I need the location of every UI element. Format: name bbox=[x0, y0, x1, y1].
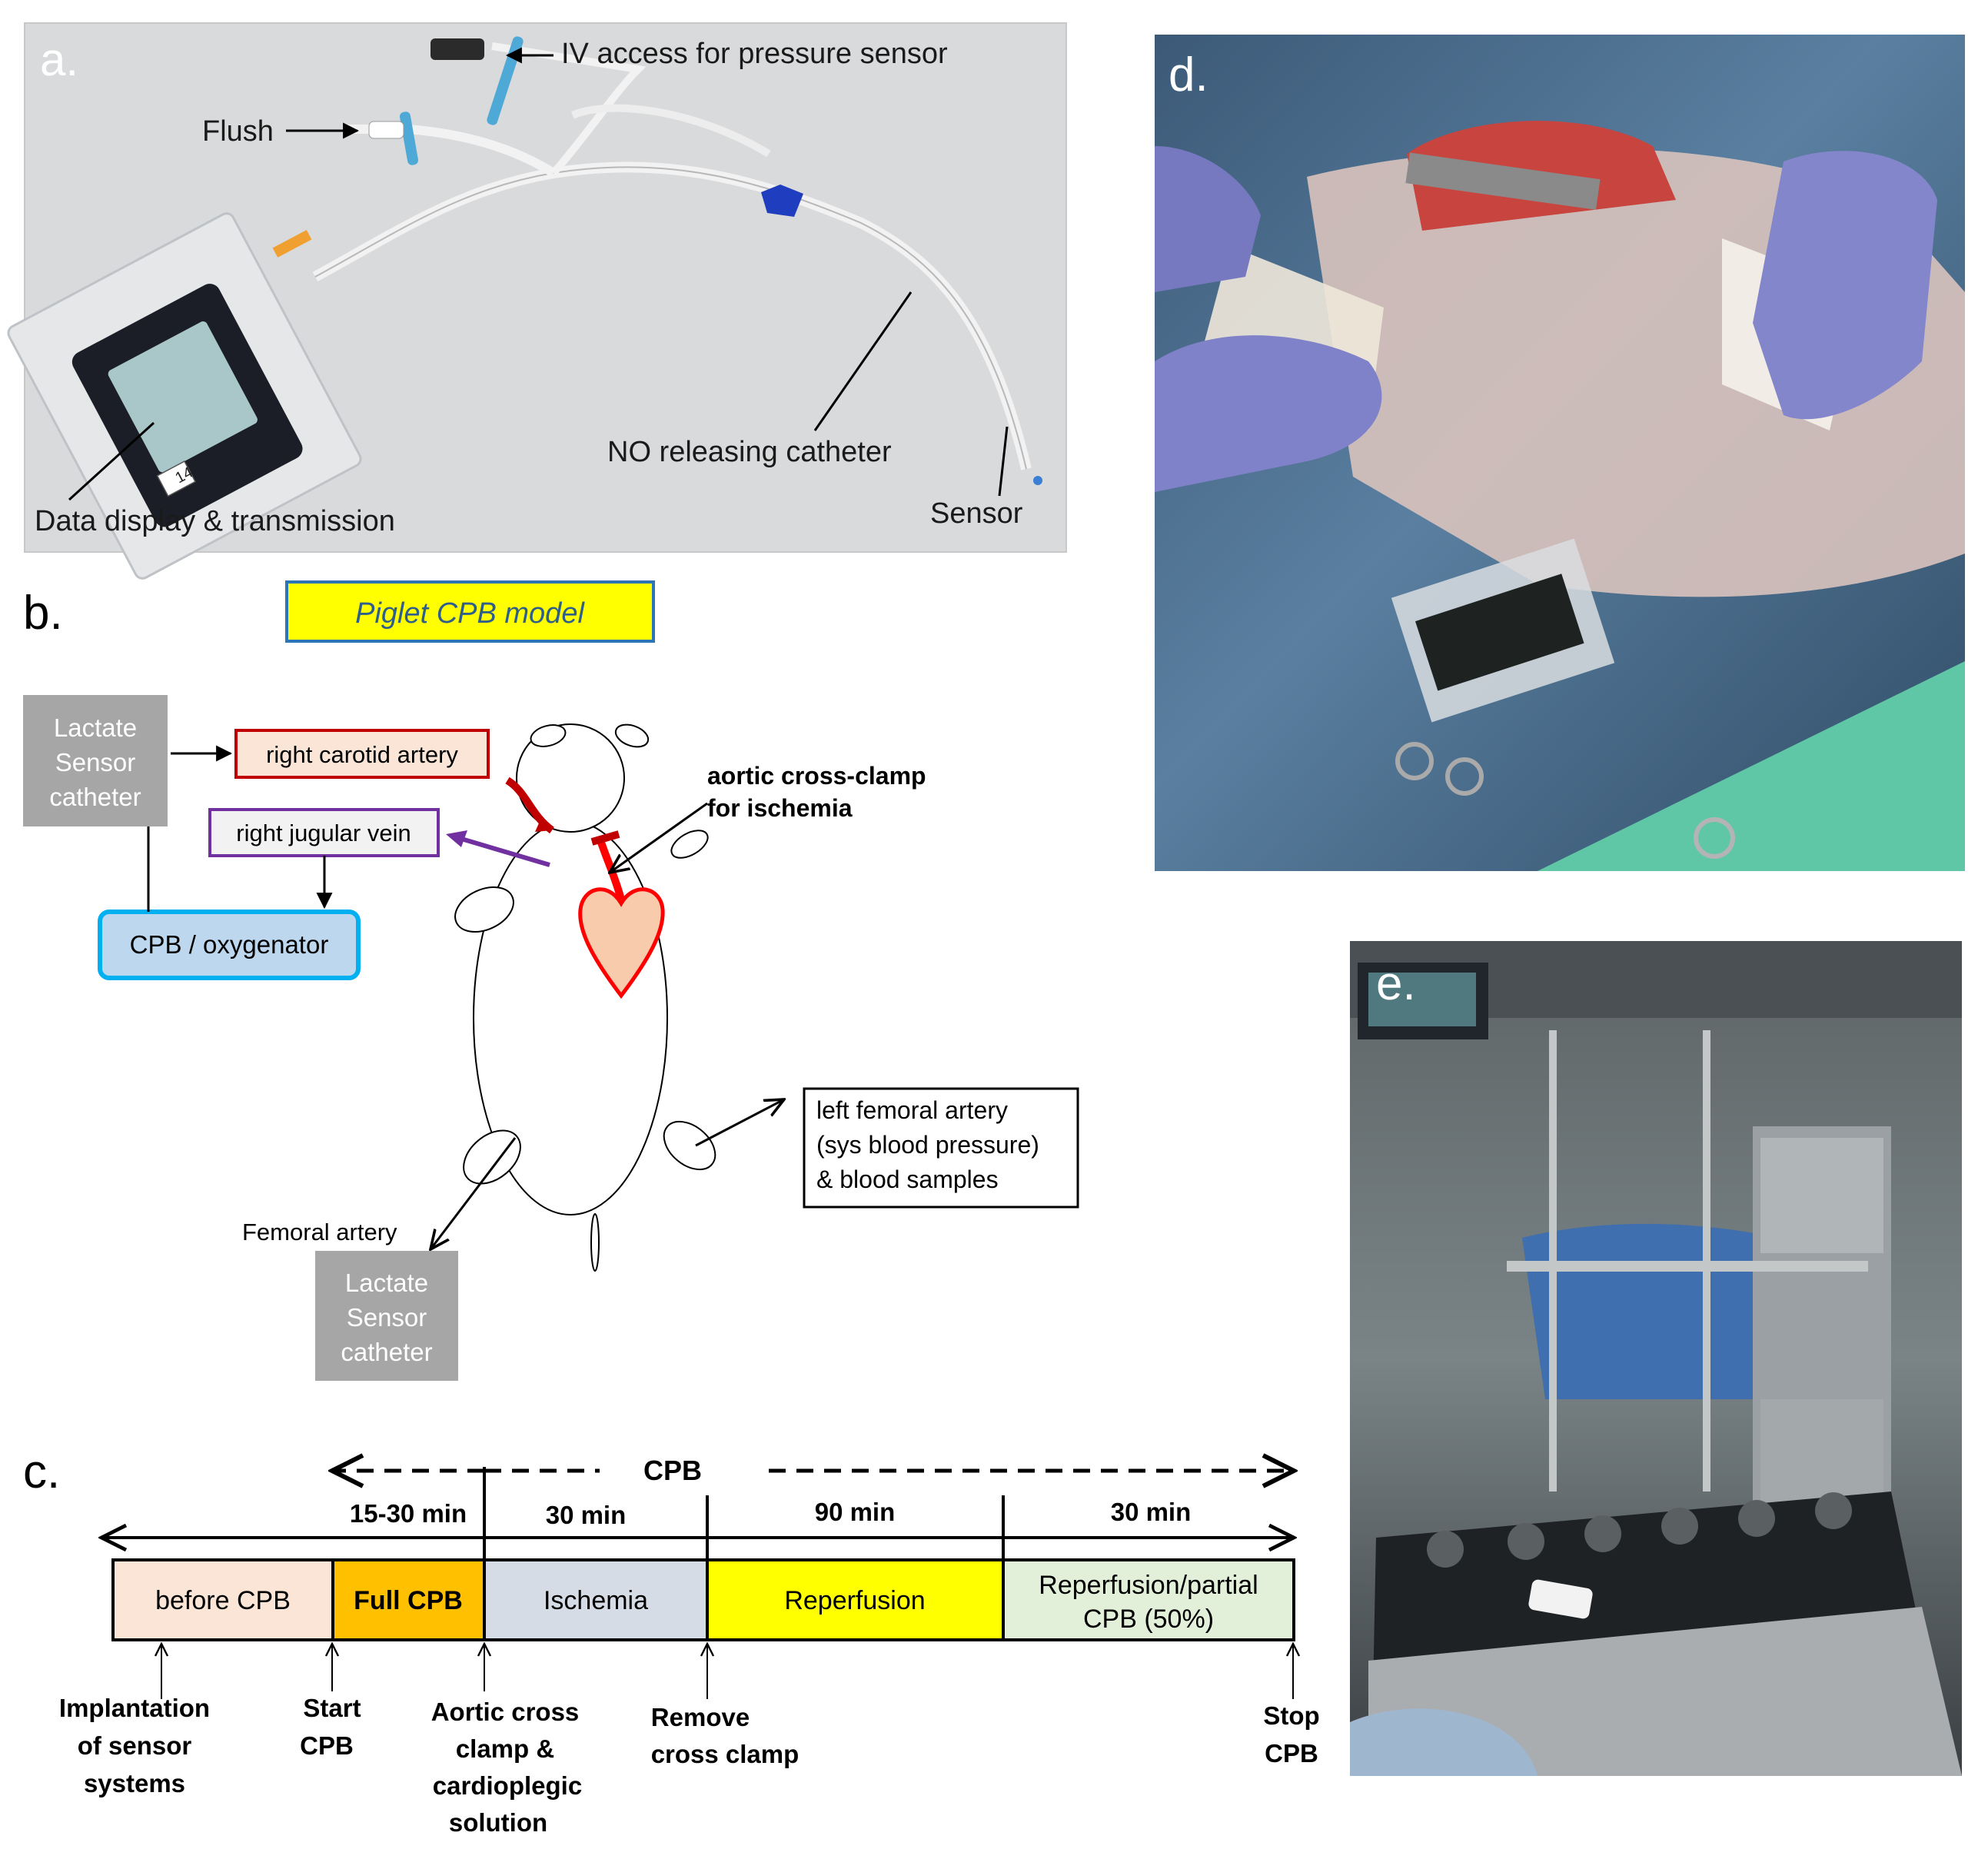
phase-before-cpb bbox=[111, 1558, 334, 1641]
event-stop-line1: Stop bbox=[1263, 1701, 1319, 1730]
model-title-box bbox=[285, 580, 655, 643]
cpb-oxygenator-box bbox=[98, 910, 361, 980]
label-data-display: Data display & transmission bbox=[35, 505, 395, 537]
right-carotid-label: right carotid artery bbox=[266, 741, 458, 768]
label-sensor: Sensor bbox=[930, 497, 1023, 530]
event-remove-line1: Remove bbox=[651, 1703, 750, 1731]
duration-2: 30 min bbox=[546, 1501, 627, 1529]
panel-b: b. Piglet CPB model Lactate Sensor cathe… bbox=[23, 580, 1079, 1381]
event-aortic-line2: clamp & bbox=[456, 1734, 554, 1763]
lactate-top-line2: Sensor bbox=[55, 748, 136, 777]
phase-full-cpb-label: Full CPB bbox=[354, 1586, 463, 1615]
phase-reperfusion-label: Reperfusion bbox=[784, 1586, 925, 1615]
femoral-artery-label: Femoral artery bbox=[242, 1219, 397, 1245]
cpb-oxygenator-label: CPB / oxygenator bbox=[130, 930, 329, 959]
heart-icon bbox=[578, 887, 665, 999]
lactate-top-line1: Lactate bbox=[54, 713, 137, 742]
left-femoral-box bbox=[803, 1087, 1079, 1209]
aortic-note-line2: for ischemia bbox=[707, 794, 853, 822]
panel-b-letter: b. bbox=[23, 587, 63, 640]
lactate-sensor-top bbox=[23, 695, 168, 826]
right-carotid-box bbox=[234, 729, 490, 779]
right-jugular-label: right jugular vein bbox=[236, 820, 411, 846]
duration-3: 90 min bbox=[815, 1498, 896, 1526]
cpb-label: CPB bbox=[643, 1455, 702, 1486]
flush-line bbox=[346, 125, 557, 178]
left-femoral-line2: (sys blood pressure) bbox=[816, 1131, 1039, 1159]
aortic-note-line1: aortic cross-clamp bbox=[707, 762, 926, 790]
right-jugular-box bbox=[208, 808, 440, 857]
left-femoral-line3: & blood samples bbox=[816, 1166, 999, 1193]
label-flush: Flush bbox=[202, 115, 274, 148]
event-start-line1: Start bbox=[303, 1694, 361, 1722]
left-femoral-line1: left femoral artery bbox=[816, 1096, 1008, 1124]
phase-partial-cpb bbox=[1002, 1558, 1295, 1641]
panel-c: c. CPB 15-30 min 30 min 90 min 30 min be… bbox=[23, 1445, 1320, 1837]
panel-e-letter: e. bbox=[1376, 957, 1416, 1010]
event-implantation-line2: of sensor bbox=[78, 1731, 192, 1760]
event-aortic-line1: Aortic cross bbox=[431, 1698, 580, 1726]
panel-e: e. bbox=[1350, 941, 1962, 1776]
label-no-catheter: NO releasing catheter bbox=[607, 436, 892, 468]
phase-full-cpb bbox=[331, 1558, 486, 1641]
event-stop-line2: CPB bbox=[1265, 1739, 1318, 1768]
lactate-bottom-line3: catheter bbox=[341, 1338, 432, 1366]
pressure-line bbox=[491, 42, 647, 176]
event-implantation-line1: Implantation bbox=[59, 1694, 210, 1722]
panel-d: d. bbox=[1155, 35, 1965, 871]
panel-d-letter: d. bbox=[1169, 48, 1208, 101]
event-start-line2: CPB bbox=[300, 1731, 354, 1760]
phase-partial-cpb-line1: Reperfusion/partial bbox=[1039, 1571, 1258, 1600]
panel-a: 14 a. IV access for pressure sensor Flus… bbox=[7, 22, 1067, 580]
duration-1: 15-30 min bbox=[350, 1499, 467, 1528]
event-implantation-line3: systems bbox=[84, 1769, 185, 1797]
event-aortic-line4: solution bbox=[449, 1808, 547, 1837]
piglet-outline bbox=[454, 723, 716, 1272]
event-aortic-line3: cardioplegic bbox=[433, 1771, 582, 1800]
jugular-arrow bbox=[453, 834, 550, 867]
panel-a-letter: a. bbox=[40, 34, 78, 85]
label-iv-access: IV access for pressure sensor bbox=[561, 38, 948, 70]
phase-before-cpb-label: before CPB bbox=[155, 1586, 291, 1615]
lactate-bottom-line2: Sensor bbox=[347, 1303, 427, 1332]
lactate-top-line3: catheter bbox=[49, 783, 141, 811]
lactate-bottom-line1: Lactate bbox=[345, 1269, 428, 1297]
phase-ischemia-label: Ischemia bbox=[544, 1586, 648, 1615]
event-remove-line2: cross clamp bbox=[651, 1740, 800, 1768]
iv-port bbox=[431, 38, 484, 60]
duration-4: 30 min bbox=[1111, 1498, 1192, 1526]
phase-ischemia bbox=[483, 1558, 709, 1641]
model-title: Piglet CPB model bbox=[355, 597, 585, 630]
lactate-sensor-bottom bbox=[315, 1251, 458, 1381]
blue-connector bbox=[761, 185, 803, 217]
phase-partial-cpb-line2: CPB (50%) bbox=[1083, 1605, 1214, 1634]
panel-c-letter: c. bbox=[23, 1445, 60, 1498]
